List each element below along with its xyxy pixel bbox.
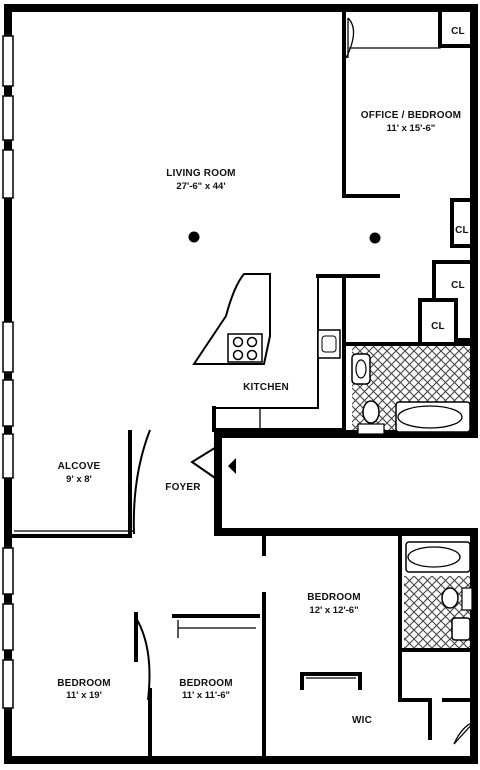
- columns: [188, 231, 381, 244]
- bedroom-left-dims: 11' x 19': [66, 690, 102, 701]
- office-label: OFFICE / BEDROOM: [361, 110, 461, 121]
- doors: [345, 17, 355, 59]
- foyer-label: FOYER: [165, 482, 201, 493]
- kitchen-counters: [192, 273, 342, 432]
- living-room-dims: 27'-6" x 44': [176, 181, 225, 192]
- bedroom-mid-label: BEDROOM: [179, 678, 233, 689]
- closet-walls: [418, 198, 476, 342]
- office-dims: 11' x 15'-6": [387, 123, 436, 134]
- bedroom-left-label: BEDROOM: [57, 678, 111, 689]
- closet-label: CL: [431, 321, 445, 332]
- closet-label: CL: [451, 26, 465, 37]
- kitchen-label: KITCHEN: [243, 382, 289, 393]
- wic-label: WIC: [352, 715, 372, 726]
- closet-label: CL: [451, 280, 465, 291]
- entry: [190, 445, 236, 481]
- exterior-walls: [4, 4, 478, 764]
- windows: [2, 35, 14, 709]
- living-room-label: LIVING ROOM: [166, 168, 235, 179]
- bathroom-2: [398, 534, 476, 745]
- alcove-walls: [12, 429, 151, 538]
- alcove-label: ALCOVE: [58, 461, 101, 472]
- office-walls: [342, 12, 476, 198]
- alcove-dims: 9' x 8': [66, 474, 92, 485]
- bedroom-walls: [134, 536, 362, 762]
- closet-label: CL: [455, 225, 469, 236]
- bedroom-mid-dims: 11' x 11'-6": [182, 690, 230, 701]
- bedroom-main-dims: 12' x 12'-6": [309, 605, 358, 616]
- bathroom-1: [316, 274, 476, 436]
- bedroom-main-label: BEDROOM: [307, 592, 361, 603]
